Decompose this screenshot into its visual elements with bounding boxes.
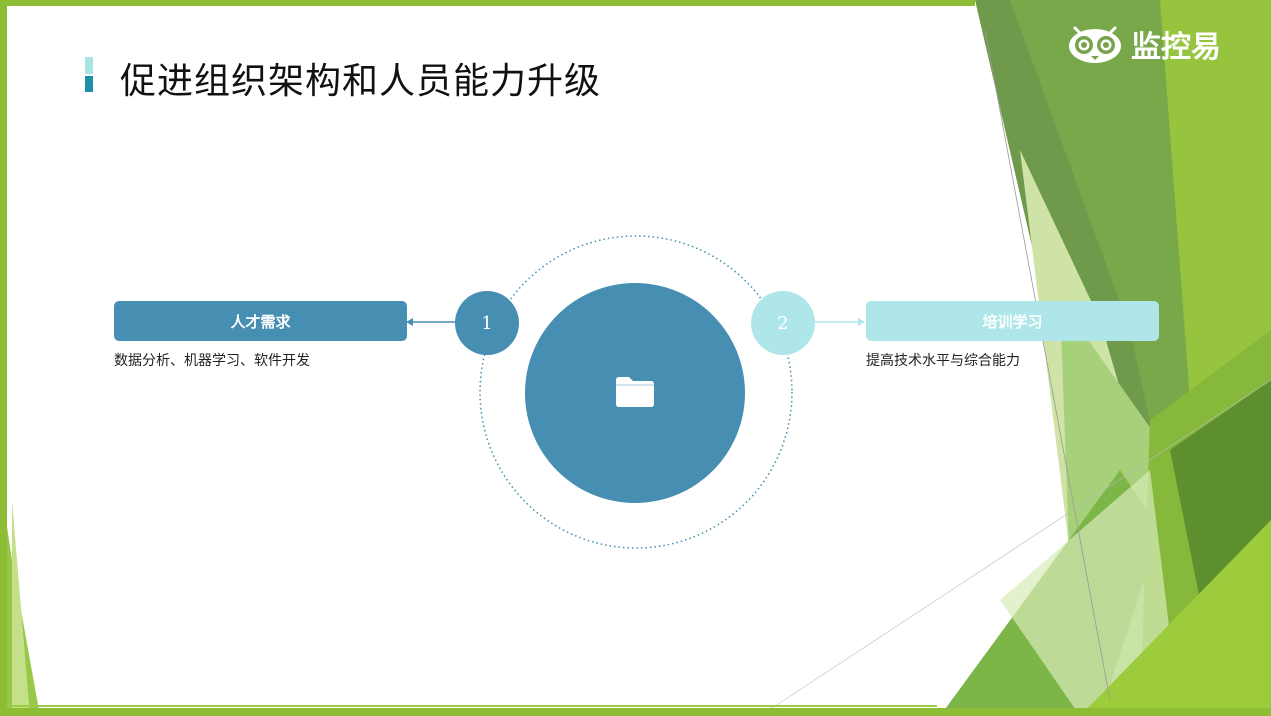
logo: 监控易 [1067, 22, 1221, 66]
deep-green-shard [1170, 380, 1271, 600]
left-arrow-head [406, 318, 413, 326]
left-green-shard [0, 480, 40, 716]
talent-demand-description: 数据分析、机器学习、软件开发 [114, 353, 310, 369]
training-label: 培训学习 [866, 301, 1159, 341]
folder-icon [616, 377, 654, 407]
dotted-orbit [479, 235, 793, 549]
owl-eyes-icon [1069, 26, 1121, 63]
corner-green-shard [1080, 520, 1271, 716]
training-description: 提高技术水平与综合能力 [866, 353, 1020, 369]
talent-demand-label: 人才需求 [114, 301, 407, 341]
frame-left [0, 0, 7, 716]
title-accent-bar [85, 57, 93, 92]
frame-bottom [0, 708, 1271, 716]
thin-diagonal-line [984, 29, 1111, 701]
left-pale-shard [12, 500, 30, 716]
page-title: 促进组织架构和人员能力升级 [120, 61, 602, 102]
thin-cross-line [759, 379, 1271, 716]
frame-top [0, 0, 975, 6]
frame-bottom-inner [12, 705, 937, 707]
logo-text: 监控易 [1131, 30, 1221, 65]
step-1-badge: 1 [455, 291, 519, 355]
step-2-badge: 2 [751, 291, 815, 355]
right-arrow-head [858, 318, 865, 326]
